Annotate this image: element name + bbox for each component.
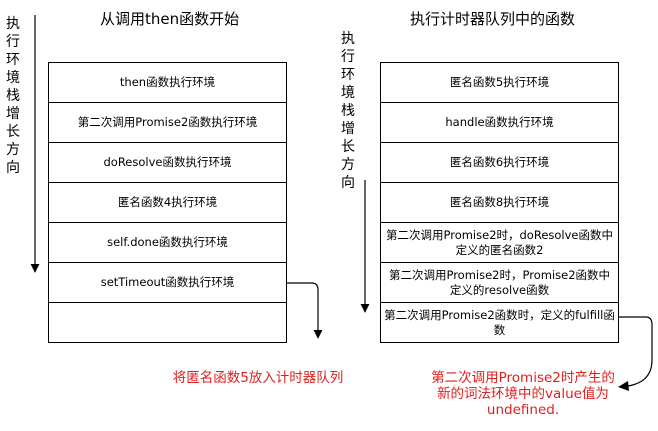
right-frame-anon5: 匿名函数5执行环境 bbox=[381, 63, 618, 103]
right-fulfill-arrow bbox=[619, 316, 653, 387]
right-call-stack: 匿名函数5执行环境 handle函数执行环境 匿名函数6执行环境 匿名函数8执行… bbox=[380, 62, 619, 343]
left-frame-promise2: 第二次调用Promise2函数执行环境 bbox=[49, 103, 286, 143]
right-frame-resolve: 第二次调用Promise2时，Promise2函数中定义的resolve函数 bbox=[381, 263, 618, 303]
left-frame-self-done: self.done函数执行环境 bbox=[49, 223, 286, 263]
right-axis-label: 执行环境栈增长方向 bbox=[341, 31, 355, 191]
right-frame-handle: handle函数执行环境 bbox=[381, 103, 618, 143]
left-note: 将匿名函数5放入计时器队列 bbox=[172, 370, 344, 386]
left-frame-anon4: 匿名函数4执行环境 bbox=[49, 183, 286, 223]
left-settimeout-arrow bbox=[287, 282, 323, 339]
right-frame-anon6: 匿名函数6执行环境 bbox=[381, 143, 618, 183]
left-call-stack: then函数执行环境 第二次调用Promise2函数执行环境 doResolve… bbox=[48, 62, 287, 343]
right-title: 执行计时器队列中的函数 bbox=[410, 10, 576, 28]
left-frame-doresolve: doResolve函数执行环境 bbox=[49, 143, 286, 183]
right-fulfill-arrowhead bbox=[618, 381, 629, 391]
left-frame-then: then函数执行环境 bbox=[49, 63, 286, 103]
right-frame-doresolve-anon2: 第二次调用Promise2时，doResolve函数中定义的匿名函数2 bbox=[381, 223, 618, 263]
left-title: 从调用then函数开始 bbox=[100, 10, 240, 28]
right-note: 第二次调用Promise2时产生的新的词法环境中的value值为undefine… bbox=[431, 370, 615, 418]
right-frame-anon8: 匿名函数8执行环境 bbox=[381, 183, 618, 223]
left-frame-settimeout: setTimeout函数执行环境 bbox=[49, 263, 286, 303]
left-axis-label: 执行环境栈增长方向 bbox=[6, 16, 20, 176]
right-frame-fulfill: 第二次调用Promise2函数时，定义的fulfill函数 bbox=[384, 308, 615, 337]
